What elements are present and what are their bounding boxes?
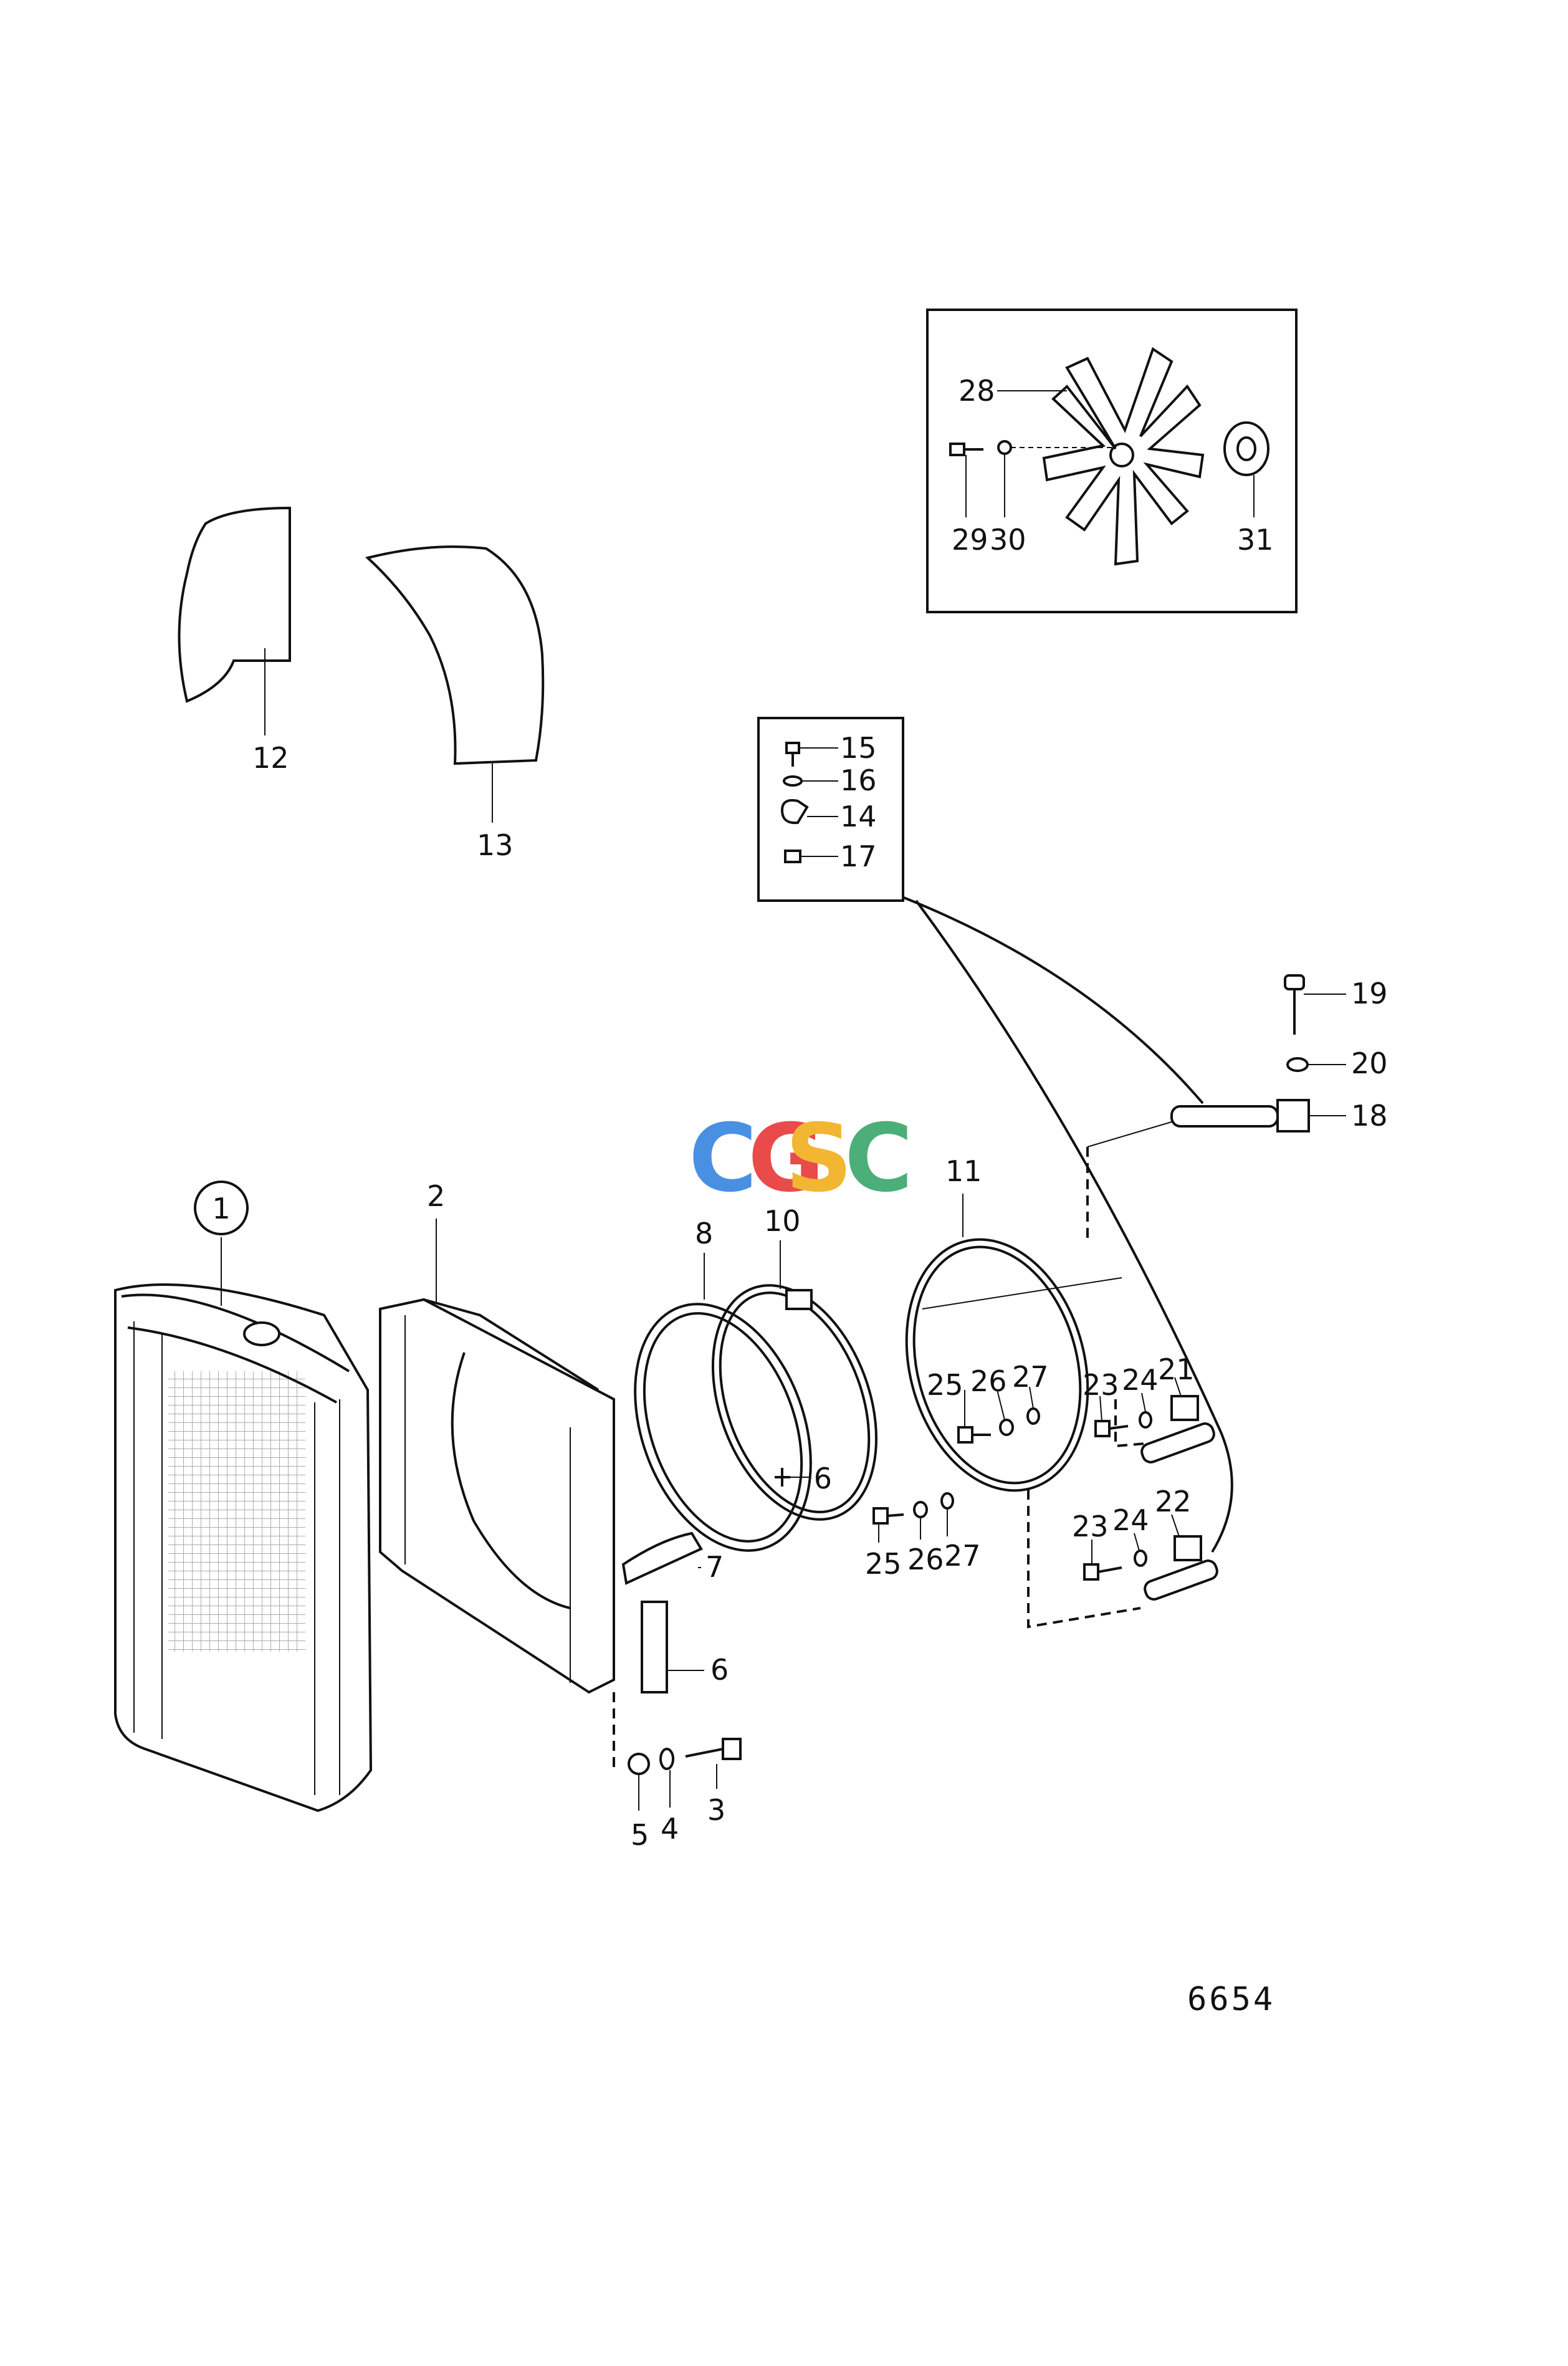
hardware-upper-25-27: 25 26 27 (927, 1360, 1049, 1444)
fan-ring-11: 11 (905, 1154, 1122, 1492)
callout-23-lower: 23 (1072, 1510, 1109, 1543)
logo-letter-g: G (748, 1104, 825, 1213)
fan-washer (997, 440, 1012, 455)
fan-shroud-2: 2 (379, 1179, 615, 1694)
callout-30: 30 (990, 523, 1026, 557)
mesh-screen-12: 12 (178, 506, 291, 775)
callout-4: 4 (661, 1812, 679, 1846)
bolt-3: 3 (685, 1738, 742, 1827)
callout-11: 11 (945, 1154, 982, 1188)
callout-3: 3 (707, 1793, 725, 1827)
callout-18: 18 (1351, 1099, 1388, 1133)
callout-24-upper: 24 (1122, 1363, 1159, 1397)
callout-9: 9 (814, 1460, 832, 1494)
callout-27-lower: 27 (944, 1539, 981, 1573)
logo-letter-s: S (785, 1104, 853, 1213)
drawing-number: 6654 (1187, 1981, 1275, 2018)
tube-21: 21 (1140, 1353, 1215, 1463)
callout-8: 8 (695, 1217, 713, 1250)
callout-21: 21 (1158, 1353, 1195, 1386)
bolt-23-lower: 23 (1072, 1510, 1122, 1581)
callout-29: 29 (952, 523, 988, 557)
logo-letter-c1: C (689, 1104, 757, 1213)
tube-18: 18 (1170, 1099, 1388, 1133)
cgsc-logo: C G S C (689, 1104, 913, 1213)
ring-8: 8 (634, 1217, 812, 1552)
clamp-detail-box: 15 16 14 17 (757, 717, 904, 902)
washer-4: 4 (659, 1748, 679, 1846)
nut-17 (784, 850, 801, 863)
callout-1-circle (194, 1181, 249, 1235)
clip-9: 9 (775, 1460, 832, 1494)
callout-25-lower: 25 (865, 1547, 902, 1581)
callout-10: 10 (764, 1204, 801, 1238)
bracket-6: 6 (641, 1601, 729, 1693)
tube-22: 22 (1144, 1485, 1218, 1601)
radiator-1: 1 (114, 1181, 373, 1813)
bolt-19: 19 (1284, 974, 1388, 1035)
callout-26-lower: 26 (907, 1543, 944, 1576)
callout-25-upper: 25 (927, 1368, 963, 1402)
washer-24-upper: 24 (1122, 1363, 1159, 1429)
callout-17: 17 (840, 840, 877, 873)
callout-5: 5 (631, 1818, 649, 1852)
callout-2: 2 (427, 1179, 445, 1213)
callout-28: 28 (958, 374, 995, 408)
callout-7: 7 (705, 1550, 724, 1584)
screw-15 (785, 742, 800, 754)
fan-blade (1042, 347, 1205, 566)
callout-15: 15 (840, 731, 877, 765)
ring-10: 10 (711, 1204, 878, 1521)
callout-16: 16 (840, 764, 877, 797)
callout-1: 1 (212, 1192, 230, 1225)
radiator-cap (243, 1321, 280, 1346)
callout-6: 6 (710, 1653, 729, 1687)
washer-5: 5 (628, 1753, 650, 1852)
fan-bolt (949, 443, 983, 456)
mesh-screen-13: 13 (365, 545, 545, 862)
callout-19: 19 (1351, 977, 1388, 1010)
callout-27-upper: 27 (1012, 1360, 1049, 1394)
callout-14: 14 (840, 800, 877, 833)
seal-strip-7: 7 (621, 1531, 724, 1585)
washer-20: 20 (1286, 1046, 1388, 1080)
washer-24-lower: 24 (1112, 1503, 1149, 1567)
clamp-14 (780, 799, 809, 825)
callout-20: 20 (1351, 1046, 1388, 1080)
callout-31: 31 (1237, 523, 1274, 557)
callout-13: 13 (477, 828, 514, 862)
callout-26-upper: 26 (970, 1364, 1007, 1398)
hardware-lower-25-27: 25 26 27 (865, 1492, 981, 1581)
callout-23-upper: 23 (1083, 1368, 1119, 1402)
fan-detail-box: 28 29 30 31 (926, 309, 1298, 613)
callout-22: 22 (1155, 1485, 1192, 1518)
logo-letter-c2: C (844, 1104, 913, 1213)
bolt-23-upper: 23 (1083, 1368, 1129, 1437)
washer-16 (783, 775, 803, 787)
fan-hub-pulley (1223, 421, 1269, 476)
callout-12: 12 (252, 741, 289, 775)
callout-24-lower: 24 (1112, 1503, 1149, 1537)
